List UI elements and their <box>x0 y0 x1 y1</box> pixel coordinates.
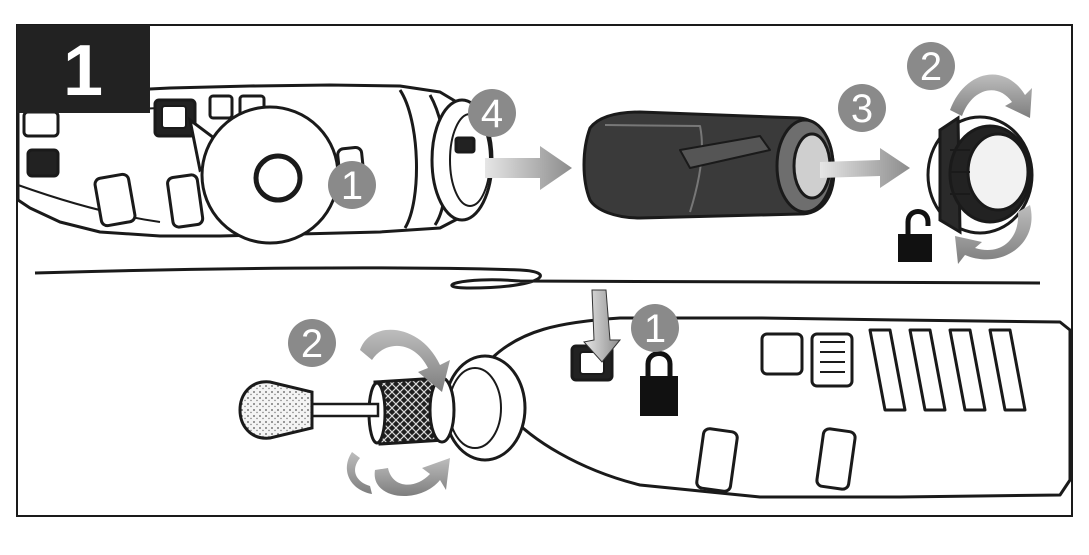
rotate-arrows-collet <box>346 329 450 497</box>
callout-top-1-label: 1 <box>341 164 363 208</box>
rotary-tool-body-bottom <box>443 316 1072 499</box>
bottom-panel <box>238 289 1072 499</box>
callout-top-2: 2 <box>907 42 955 90</box>
remove-arrow-3 <box>820 148 910 188</box>
callout-top-2-label: 2 <box>920 45 942 89</box>
callout-top-1: 1 <box>328 161 376 209</box>
callout-top-3-label: 3 <box>851 87 873 131</box>
callout-top-4: 4 <box>468 89 516 137</box>
bit-shaft <box>306 402 380 418</box>
panel-divider <box>34 266 1041 290</box>
zoom-callout <box>187 105 340 245</box>
battery-cap <box>926 115 1034 235</box>
step-badge: 1 <box>17 25 150 113</box>
callout-bottom-2-label: 2 <box>301 322 323 366</box>
callout-bottom-1-label: 1 <box>644 307 666 351</box>
callout-top-3: 3 <box>838 84 886 132</box>
unlock-icon <box>898 209 932 262</box>
grinding-stone <box>238 380 314 440</box>
press-arrow <box>583 289 622 363</box>
lock-icon <box>640 351 678 416</box>
callout-bottom-1: 1 <box>631 304 679 352</box>
collet-nut <box>367 376 456 446</box>
callout-top-4-label: 4 <box>481 92 503 136</box>
callout-bottom-2: 2 <box>288 319 336 367</box>
battery-pack <box>582 110 836 220</box>
remove-arrow-4 <box>485 146 572 190</box>
rotate-arrows-cap <box>950 74 1032 264</box>
step-number: 1 <box>63 31 103 111</box>
